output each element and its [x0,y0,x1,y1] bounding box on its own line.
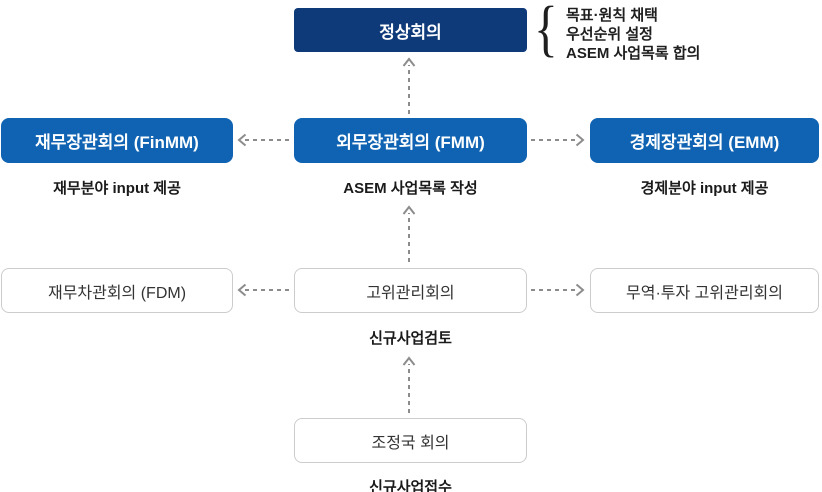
tisom-box: 무역·투자 고위관리회의 [590,268,819,313]
tisom-label: 무역·투자 고위관리회의 [626,284,783,302]
fdm-label: 재무차관회의 (FDM) [47,284,187,302]
fmm-label: 외무장관회의 (FMM) [336,133,485,152]
arrow-som-to-tisom-icon [531,283,585,297]
summit-outcome-item: 우선순위 설정 [566,26,653,43]
arrow-som-to-fmm-icon [402,205,416,262]
emm-box: 경제장관회의 (EMM) [590,118,819,163]
finmm-caption: 재무분야 input 제공 [53,180,181,197]
brace-icon: { [534,0,558,63]
finmm-label: 재무장관회의 (FinMM) [35,133,199,152]
emm-caption: 경제분야 input 제공 [640,180,769,197]
arrow-som-to-fdm-icon [237,283,289,297]
som-label: 고위관리회의 [366,284,455,302]
coordinator-box: 조정국 회의 [294,418,527,463]
coordinator-caption: 신규사업접수 [369,479,452,492]
arrow-fmm-to-summit-icon [402,57,416,114]
emm-label: 경제장관회의 (EMM) [629,133,780,152]
summit-box: 정상회의 [294,8,527,52]
fmm-box: 외무장관회의 (FMM) [294,118,527,163]
coordinator-label: 조정국 회의 [371,434,450,452]
finmm-box: 재무장관회의 (FinMM) [1,118,233,163]
fmm-caption: ASEM 사업목록 작성 [343,180,478,197]
summit-outcomes-list: 목표·원칙 채택 우선순위 설정 ASEM 사업목록 합의 [566,6,700,63]
arrow-coordinator-to-som-icon [402,356,416,413]
som-box: 고위관리회의 [294,268,527,313]
summit-label: 정상회의 [379,22,442,42]
arrow-fmm-to-emm-icon [531,133,585,147]
arrow-fmm-to-finmm-icon [237,133,289,147]
fdm-box: 재무차관회의 (FDM) [1,268,233,313]
summit-outcome-item: ASEM 사업목록 합의 [566,45,701,62]
summit-outcome-item: 목표·원칙 채택 [566,7,658,24]
som-caption: 신규사업검토 [369,330,452,347]
